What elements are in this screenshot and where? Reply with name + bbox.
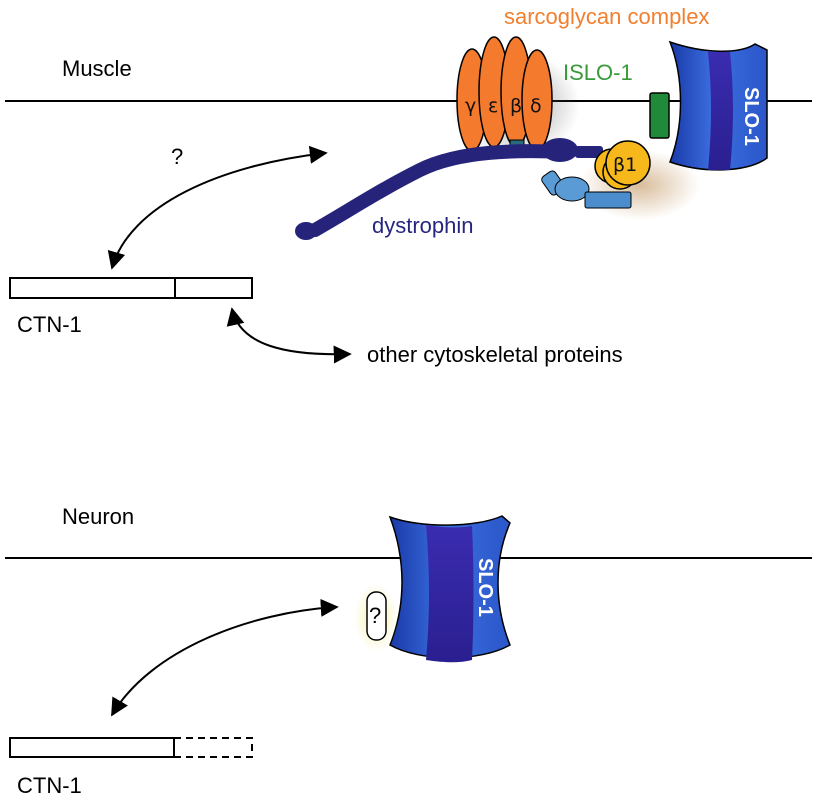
muscle-question-mark: ? [171,144,183,169]
ctn-1-bar-neuron [9,737,175,758]
sarcoglycan-complex: γ ε β δ [456,36,553,152]
muscle-section-label: Muscle [62,56,132,81]
beta1-bead-3 [605,140,651,186]
slo-1-pore-muscle [708,52,733,170]
dystrophin-terminal [295,222,317,240]
dystrophin-body [308,144,572,237]
cytoskeletal-arrow [226,307,352,364]
muscle-dystrophin-ctn-arrow [107,145,328,270]
dystrophin-label: dystrophin [372,213,474,238]
muscle-panel: Muscle sarcoglycan complex ISLO-1 γ ε β … [5,4,812,367]
neuron-ctn-arrow [111,598,339,717]
slo-1-pore-neuron [426,525,474,663]
slo-1-label-muscle: SLO-1 [740,87,762,146]
neuron-question-mark: ? [369,603,381,628]
ctn-1-label-muscle: CTN-1 [17,312,82,337]
slo-1-channel-muscle: SLO-1 [668,40,768,171]
sarcoglycan-gamma-label: γ [465,95,476,117]
islo-1-label: ISLO-1 [563,60,633,85]
sarcoglycan-epsilon-label: ε [488,95,498,117]
neuron-panel: Neuron SLO-1 ? CTN-1 [5,504,812,798]
dystrophin-head [542,138,578,162]
sarcoglycan-delta-label: δ [530,95,542,117]
other-cytoskeletal-label: other cytoskeletal proteins [367,342,623,367]
ctn-1-dashed-region [174,737,253,758]
ctn-1-label-neuron: CTN-1 [17,773,82,798]
light-blue-domain-1 [554,176,590,202]
beta1-label: β1 [613,154,637,176]
islo-1-protein [649,92,670,139]
sarcoglycan-beta-label: β [510,95,522,117]
slo-1-channel-neuron: SLO-1 [388,515,511,663]
neuron-section-label: Neuron [62,504,134,529]
slo-1-label-neuron: SLO-1 [474,558,496,617]
dystrophin-tail [575,146,603,158]
sarcoglycan-complex-label: sarcoglycan complex [504,4,709,29]
ctn-1-bar-muscle [9,277,253,299]
light-blue-domain-2 [584,191,632,209]
beta1-subunit: β1 [594,140,651,190]
unknown-protein [366,591,387,641]
